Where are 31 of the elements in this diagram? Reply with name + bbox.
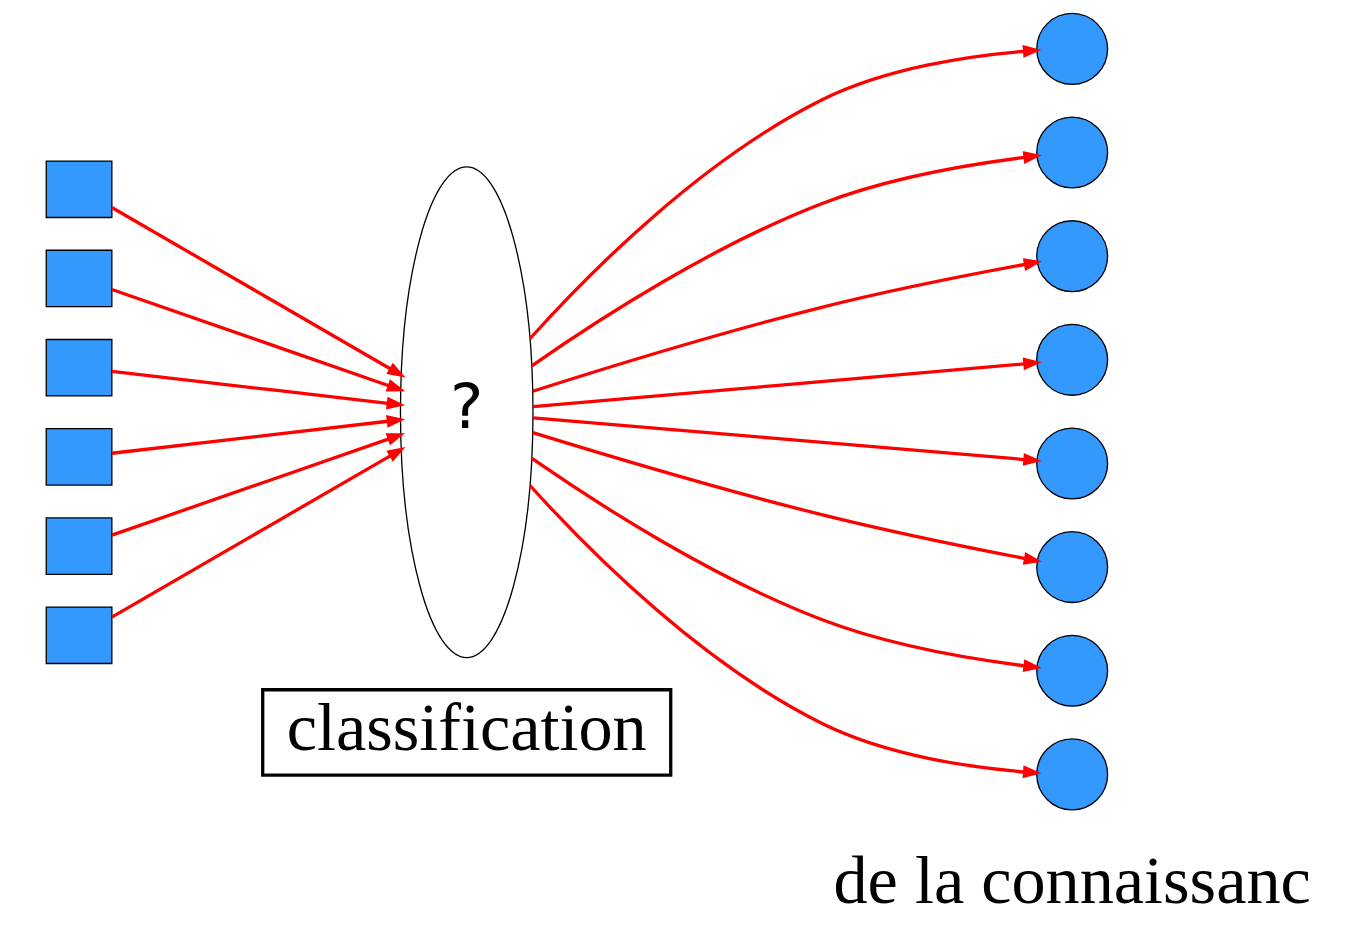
- node-ellipse: ?: [399, 166, 534, 659]
- label: de la connaissanc: [833, 842, 1311, 919]
- node-box: [45, 249, 113, 308]
- node-box: [45, 428, 113, 486]
- arrow: [530, 457, 1042, 673]
- node-box: [45, 517, 113, 575]
- arrow: [532, 431, 1043, 565]
- node-circle: [1036, 738, 1109, 811]
- node-circle: [1036, 531, 1109, 604]
- node-circle: [1036, 323, 1109, 396]
- arrow: [532, 258, 1043, 393]
- arrow: [529, 484, 1042, 779]
- node-circle: [1036, 116, 1109, 189]
- node-box: [45, 160, 113, 219]
- node-box: [45, 338, 113, 397]
- arrow: [111, 447, 406, 619]
- node-circle: [1036, 12, 1109, 85]
- node-circle: [1036, 427, 1109, 500]
- node-box: classification: [261, 688, 673, 777]
- arrow: [532, 357, 1042, 409]
- node-circle: [1036, 220, 1109, 293]
- arrow: [530, 151, 1042, 368]
- arrow: [111, 415, 406, 455]
- node-box: [45, 606, 113, 665]
- arrow: [111, 287, 406, 392]
- node-circle: [1036, 634, 1109, 707]
- arrow: [528, 44, 1042, 340]
- arrow: [111, 433, 406, 537]
- arrow: [533, 416, 1042, 466]
- arrow: [111, 206, 406, 378]
- arrow: [111, 369, 406, 410]
